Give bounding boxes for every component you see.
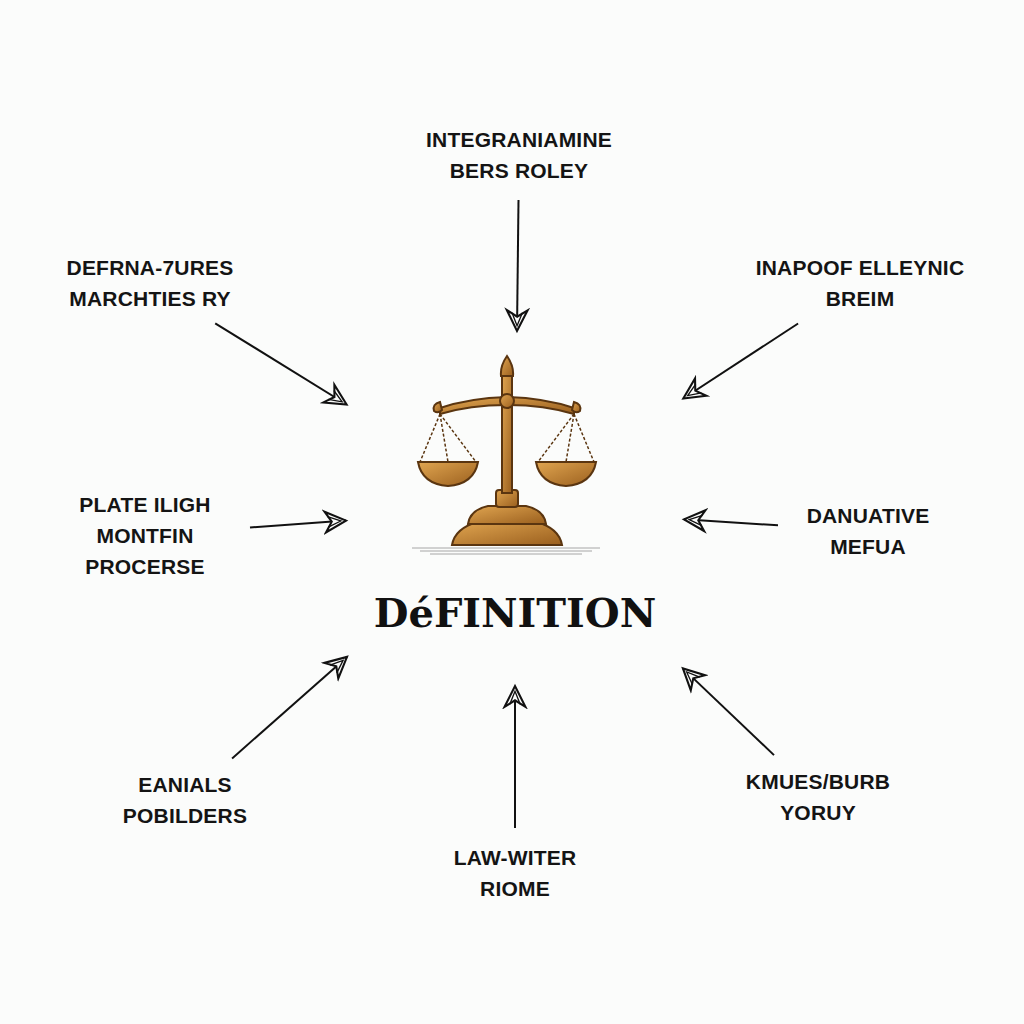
concept-label: INTEGRANIAMINE BERS ROLEY xyxy=(399,120,639,190)
arrow-connector xyxy=(517,200,519,331)
concept-label: KMUES/BURB YORUY xyxy=(733,762,903,832)
concept-text: LAW-WITER RIOME xyxy=(444,842,586,904)
concept-text: INAPOOF ELLEYNIC BREIM xyxy=(739,252,981,314)
arrow-connector xyxy=(514,686,516,828)
arrow-connector xyxy=(232,657,347,759)
concept-label: INAPOOF ELLEYNIC BREIM xyxy=(735,248,985,318)
scale-chains xyxy=(420,414,594,462)
arrow-connector xyxy=(250,521,346,528)
concept-text: EANIALS POBILDERS xyxy=(107,769,264,831)
arrow-connector xyxy=(683,324,798,399)
concept-text: KMUES/BURB YORUY xyxy=(737,766,899,828)
concept-node: DéFINITION xyxy=(350,335,680,682)
scale-body xyxy=(418,356,596,545)
concept-text: PLATE ILIGH MONTFIN PROCERSE xyxy=(54,489,236,582)
concept-label: LAW-WITER RIOME xyxy=(440,838,590,908)
arrow-connector xyxy=(215,323,346,404)
concept-label: DANUATIVE MEFUA xyxy=(788,496,948,566)
central-title: DéFINITION xyxy=(374,589,656,636)
concept-label: EANIALS POBILDERS xyxy=(103,765,268,835)
concept-label: PLATE ILIGH MONTFIN PROCERSE xyxy=(50,485,240,586)
concept-text: DANUATIVE MEFUA xyxy=(792,500,944,562)
arrow-connector xyxy=(683,668,774,755)
arrow-connector xyxy=(684,519,778,525)
concept-text: INTEGRANIAMINE BERS ROLEY xyxy=(403,124,635,186)
concept-label: DEFRNA-7URES MARCHTIES RY xyxy=(50,248,250,318)
concept-text: DEFRNA-7URES MARCHTIES RY xyxy=(54,252,246,314)
scale-shadow xyxy=(412,548,600,554)
